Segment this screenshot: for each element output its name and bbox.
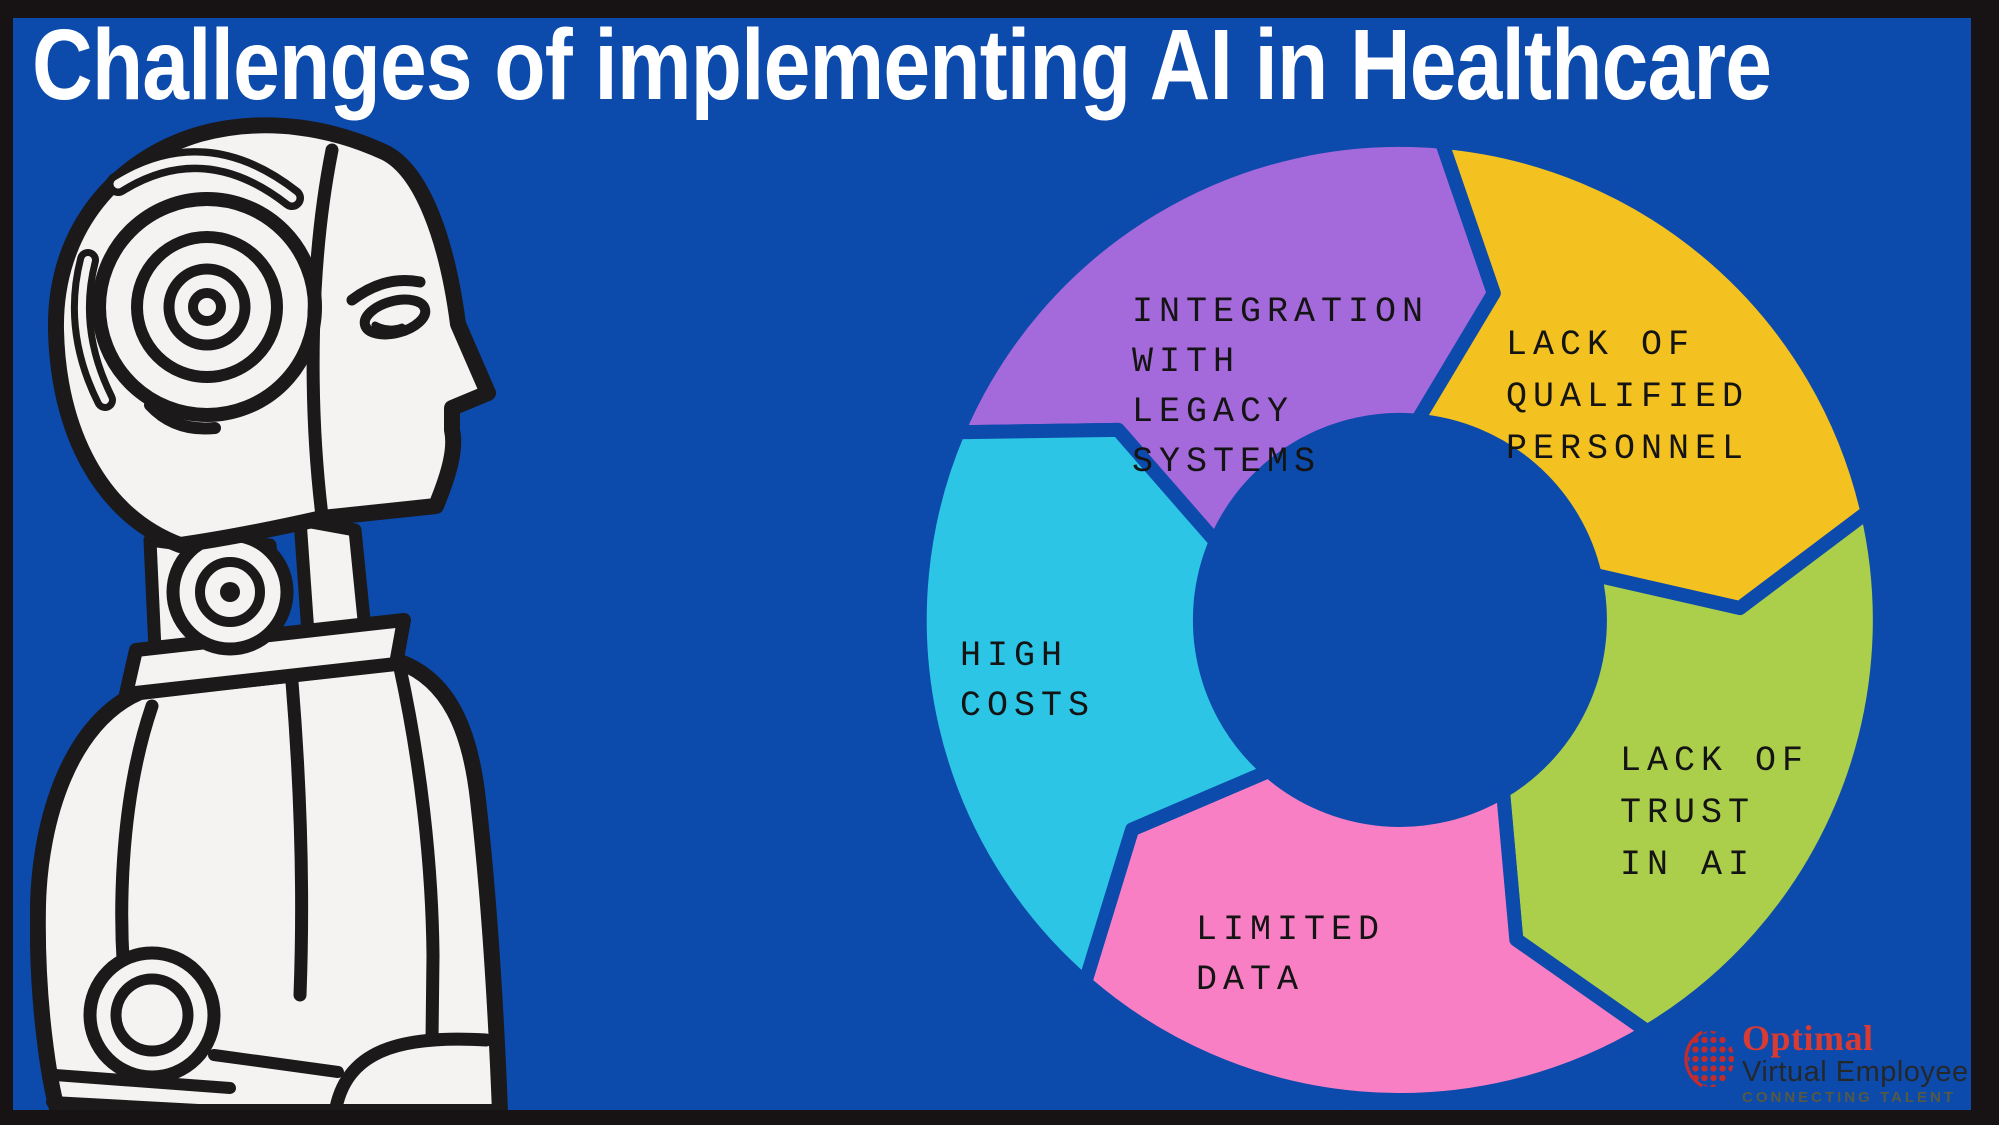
- label-high-costs: HIGH COSTS: [960, 636, 1096, 726]
- robot-collar: [119, 613, 411, 701]
- segment-lack-trust-in-ai: [1496, 505, 1887, 1039]
- frame-border-right: [1971, 0, 1999, 1125]
- frame-border-top: [0, 0, 1999, 18]
- segment-integration-legacy-systems: [950, 132, 1501, 549]
- label-lack-trust-in-ai: LACK OF TRUST IN AI: [1620, 741, 1810, 885]
- frame-border-left: [0, 0, 13, 1125]
- label-lack-qualified-personnel: LACK OF QUALIFIED PERSONNEL: [1506, 325, 1750, 469]
- segment-lack-qualified-personnel: [1410, 134, 1875, 616]
- logo-brand-optimal: Optimal: [1742, 1018, 1874, 1058]
- challenges-cycle-diagram: [912, 132, 1887, 1107]
- robot-neck-joint: [166, 528, 294, 656]
- robot-illustration: [30, 117, 508, 1120]
- label-integration-legacy-systems: INTEGRATION WITH LEGACY SYSTEMS: [1132, 292, 1430, 482]
- segment-limited-data: [1078, 764, 1655, 1107]
- label-limited-data: LIMITED DATA: [1196, 910, 1386, 1000]
- robot-eye: [346, 274, 431, 340]
- robot-shoulder-joint: [83, 946, 221, 1084]
- logo-brand-virtual-employee: Virtual Employee: [1742, 1056, 1969, 1088]
- frame-border-bottom: [0, 1110, 1999, 1125]
- robot-ear-speaker: [92, 192, 322, 422]
- dotted-globe-icon: [1684, 1030, 1734, 1088]
- page-title: Challenges of implementing AI in Healthc…: [32, 9, 1772, 121]
- logo-tagline: CONNECTING TALENT: [1742, 1089, 1957, 1106]
- robot-ear-arcs: [70, 148, 304, 435]
- segment-high-costs: [912, 422, 1276, 990]
